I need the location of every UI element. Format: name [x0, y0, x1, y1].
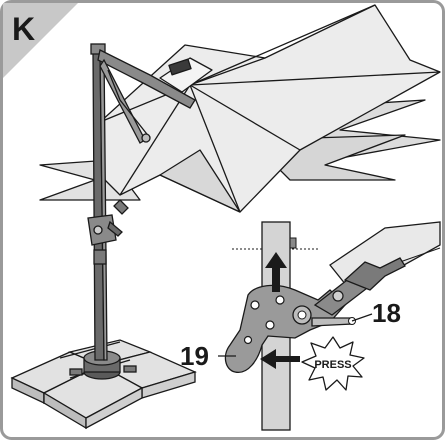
press-label: PRESS: [314, 359, 351, 371]
callout-18-leader: [351, 313, 373, 322]
press-burst-icon: PRESS: [301, 336, 365, 391]
step-label: K: [12, 11, 35, 47]
callout-19: 19: [180, 341, 209, 371]
tilt-mechanism: [87, 214, 123, 265]
left-arrow-icon: [260, 349, 300, 369]
step-badge: K: [3, 3, 78, 78]
up-arrow-icon: [265, 252, 287, 292]
callout-18: 18: [372, 298, 401, 328]
canopy: [39, 4, 441, 213]
release-lever: [311, 317, 353, 327]
detail-inset: PRESS 18 19: [180, 221, 441, 431]
base-hub: [69, 350, 137, 380]
umbrella-arm: [97, 49, 196, 215]
